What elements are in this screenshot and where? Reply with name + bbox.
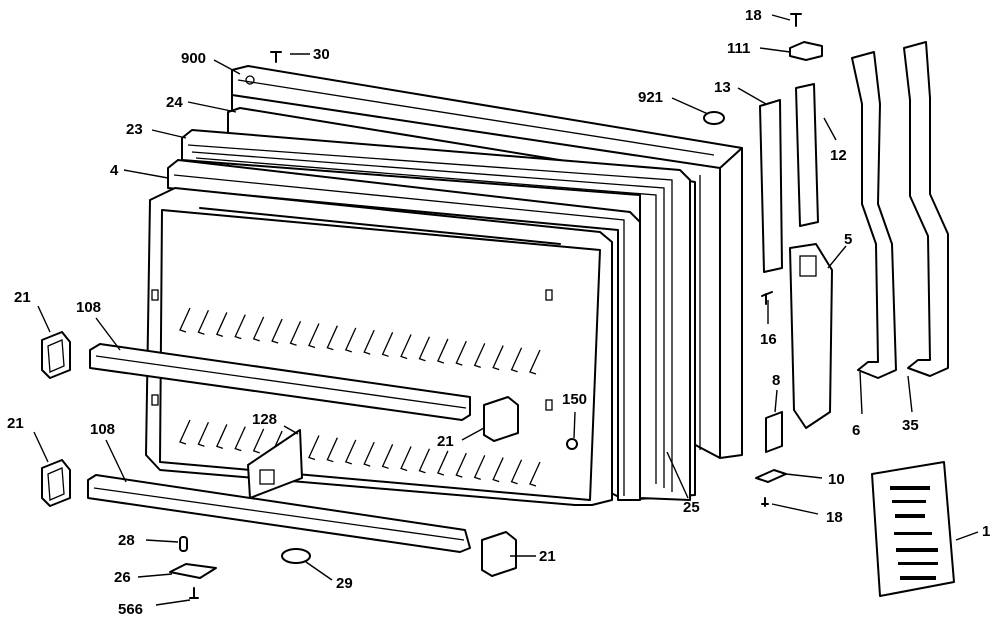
shelf-ridge	[381, 444, 394, 469]
callout-12: 12	[830, 147, 847, 164]
callout-25: 25	[683, 499, 700, 516]
shelf-ridge	[400, 334, 412, 360]
callout-21-center: 21	[437, 433, 454, 450]
shelf-ridge	[418, 448, 431, 474]
callout-900: 900	[181, 50, 206, 67]
shelf-ridge	[381, 332, 394, 357]
shelf-ridge	[308, 323, 320, 349]
shelf-ridge	[308, 435, 320, 461]
shelf-ridge	[215, 424, 228, 450]
shelf-ridge	[326, 325, 338, 351]
shelf-ridge	[271, 318, 283, 344]
shelf-ridge	[492, 457, 504, 483]
callout-24: 24	[166, 94, 183, 111]
callout-21-left-top: 21	[14, 289, 31, 306]
shelf-ridge	[400, 446, 412, 472]
callout-8: 8	[772, 372, 780, 389]
shelf-ridges	[179, 307, 541, 487]
callout-labels: 30 900 24 23 4 921 18 111 13 12 5 16 8 1…	[7, 7, 990, 618]
shelf-ridge	[234, 426, 246, 452]
callout-921: 921	[638, 89, 663, 106]
callout-4: 4	[110, 162, 119, 179]
callout-18-top: 18	[745, 7, 762, 24]
shelf-ridge	[510, 459, 523, 485]
callout-128: 128	[252, 411, 277, 428]
leader-lines	[33, 14, 979, 606]
callout-108-bottom: 108	[90, 421, 115, 438]
callout-29: 29	[336, 575, 353, 592]
shelf-ridge	[326, 437, 338, 463]
callout-1: 1	[982, 523, 990, 540]
callout-566: 566	[118, 601, 143, 618]
shelf-ridge	[473, 343, 486, 368]
shelf-ridge	[252, 316, 265, 342]
inner-door-liner	[145, 187, 613, 506]
callout-108-top: 108	[76, 299, 101, 316]
callout-18-bottom: 18	[826, 509, 843, 526]
shelf-ridge	[437, 450, 449, 476]
callout-21-left-bottom: 21	[7, 415, 24, 432]
callout-10: 10	[828, 471, 845, 488]
instruction-booklet	[871, 461, 955, 597]
callout-35: 35	[902, 417, 919, 434]
callout-13: 13	[714, 79, 731, 96]
shelf-ridge	[252, 428, 265, 454]
shelf-ridge	[455, 340, 467, 366]
callout-5: 5	[844, 231, 852, 248]
shelf-ridge	[344, 327, 357, 353]
plug-921	[703, 111, 725, 125]
hinge-parts	[759, 83, 833, 453]
shelf-ridge	[344, 439, 357, 465]
shelf-ridge	[492, 345, 504, 371]
shelf-ridge	[215, 312, 228, 338]
shelf-ridge	[289, 320, 302, 346]
shelf-ridge	[179, 419, 191, 445]
shelf-ridge	[197, 421, 210, 447]
shelf-ridge	[234, 314, 246, 340]
shelf-ridge	[529, 461, 541, 487]
shelf-ridge	[197, 309, 210, 335]
shelf-ridge	[529, 349, 541, 375]
shelf-ridge	[179, 307, 191, 333]
shelf-ridge	[473, 455, 486, 480]
shelf-ridge	[437, 338, 449, 364]
bracket-128	[247, 429, 303, 499]
callout-6: 6	[852, 422, 860, 439]
door-handles	[851, 41, 949, 379]
door-shelf-bars	[87, 343, 471, 553]
callout-150: 150	[562, 391, 587, 408]
callout-28: 28	[118, 532, 135, 549]
end-caps	[41, 331, 519, 577]
callout-111: 111	[727, 40, 750, 57]
callout-21-bottom: 21	[539, 548, 556, 565]
callout-23: 23	[126, 121, 143, 138]
shelf-ridge	[363, 329, 375, 355]
callout-16: 16	[760, 331, 777, 348]
shelf-ridge	[455, 452, 467, 478]
shelf-ridge	[363, 441, 375, 467]
callout-26: 26	[114, 569, 131, 586]
shelf-ridge	[510, 347, 523, 373]
callout-30: 30	[313, 46, 330, 63]
shelf-ridge	[418, 336, 431, 362]
